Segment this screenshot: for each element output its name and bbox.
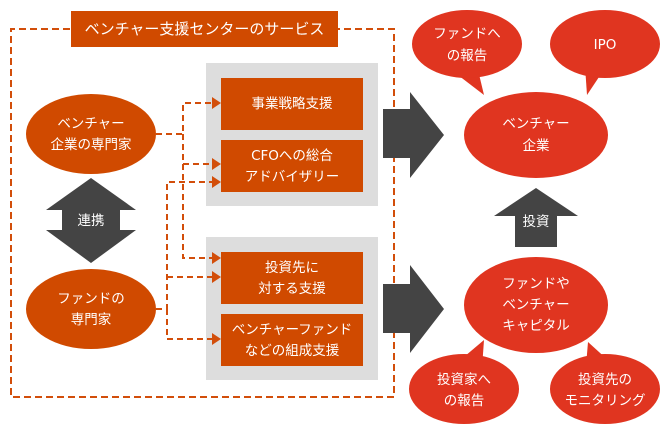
callout-label: の報告	[447, 48, 488, 64]
frame-title: ベンチャー支援センターのサービス	[71, 11, 338, 47]
node-label: 企業の専門家	[51, 136, 132, 153]
invest-up-arrow: 投資	[494, 188, 578, 247]
node-label: ベンチャー	[57, 116, 124, 132]
frame-title-text: ベンチャー支援センターのサービス	[85, 20, 325, 38]
arrowhead-icon	[212, 271, 221, 283]
fund-expert-node: ファンドの 専門家	[26, 269, 156, 349]
service-label: 投資先に	[265, 260, 319, 276]
callout-label: モニタリング	[565, 393, 646, 409]
arrowhead-icon	[212, 97, 221, 109]
node-label: キャピタル	[502, 318, 570, 334]
arrowhead-icon	[212, 252, 221, 264]
node-label: ファンドや	[502, 276, 570, 292]
callout-label: IPO	[594, 37, 617, 53]
node-label: ベンチャー	[502, 297, 569, 313]
venture-company-node: ベンチャー 企業	[464, 92, 608, 178]
arrowhead-icon	[212, 158, 221, 170]
node-label: ベンチャー	[502, 116, 569, 132]
fund-vc-node: ファンドや ベンチャー キャピタル	[464, 257, 608, 353]
callout-label: 投資先の	[578, 372, 632, 388]
callout-label: ファンドへ	[433, 26, 501, 42]
right-arrow-to-fund-icon	[383, 265, 444, 353]
service-label: 事業戦略支援	[252, 96, 333, 112]
link-double-arrow: 連携	[46, 178, 136, 263]
service-frame-border	[10, 28, 395, 398]
node-label: ファンドの	[57, 291, 125, 307]
node-label: 企業	[523, 137, 551, 154]
right-arrow-to-venture-icon	[383, 92, 444, 178]
venture-expert-node: ベンチャー 企業の専門家	[26, 94, 156, 174]
service-label: アドバイザリー	[245, 169, 340, 185]
callout-report-to-fund: ファンドへ の報告	[412, 10, 522, 95]
service-label: などの組成支援	[245, 343, 340, 359]
callout-ipo: IPO	[550, 10, 660, 95]
invest-arrow-label: 投資	[523, 214, 550, 230]
service-box-fund-formation: ベンチャーファンド などの組成支援	[221, 314, 363, 366]
service-box-investee-support: 投資先に 対する支援	[221, 252, 363, 304]
fund-expert-connectors	[156, 176, 221, 345]
service-label: 対する支援	[258, 281, 326, 297]
service-box-business-strategy: 事業戦略支援	[221, 78, 363, 130]
service-label: ベンチャーファンド	[232, 322, 353, 338]
callout-label: 投資家へ	[437, 371, 491, 388]
node-label: 専門家	[71, 311, 112, 328]
callout-report-to-investors: 投資家へ の報告	[409, 340, 519, 424]
arrowhead-icon	[212, 176, 221, 188]
service-box-cfo-advisory: CFOへの総合 アドバイザリー	[221, 140, 363, 192]
arrowhead-icon	[212, 333, 221, 345]
callout-label: の報告	[444, 393, 485, 409]
link-arrow-label: 連携	[78, 213, 105, 229]
venture-expert-connectors	[156, 97, 221, 264]
service-label: CFOへの総合	[251, 148, 333, 164]
callout-monitoring: 投資先の モニタリング	[550, 342, 660, 424]
